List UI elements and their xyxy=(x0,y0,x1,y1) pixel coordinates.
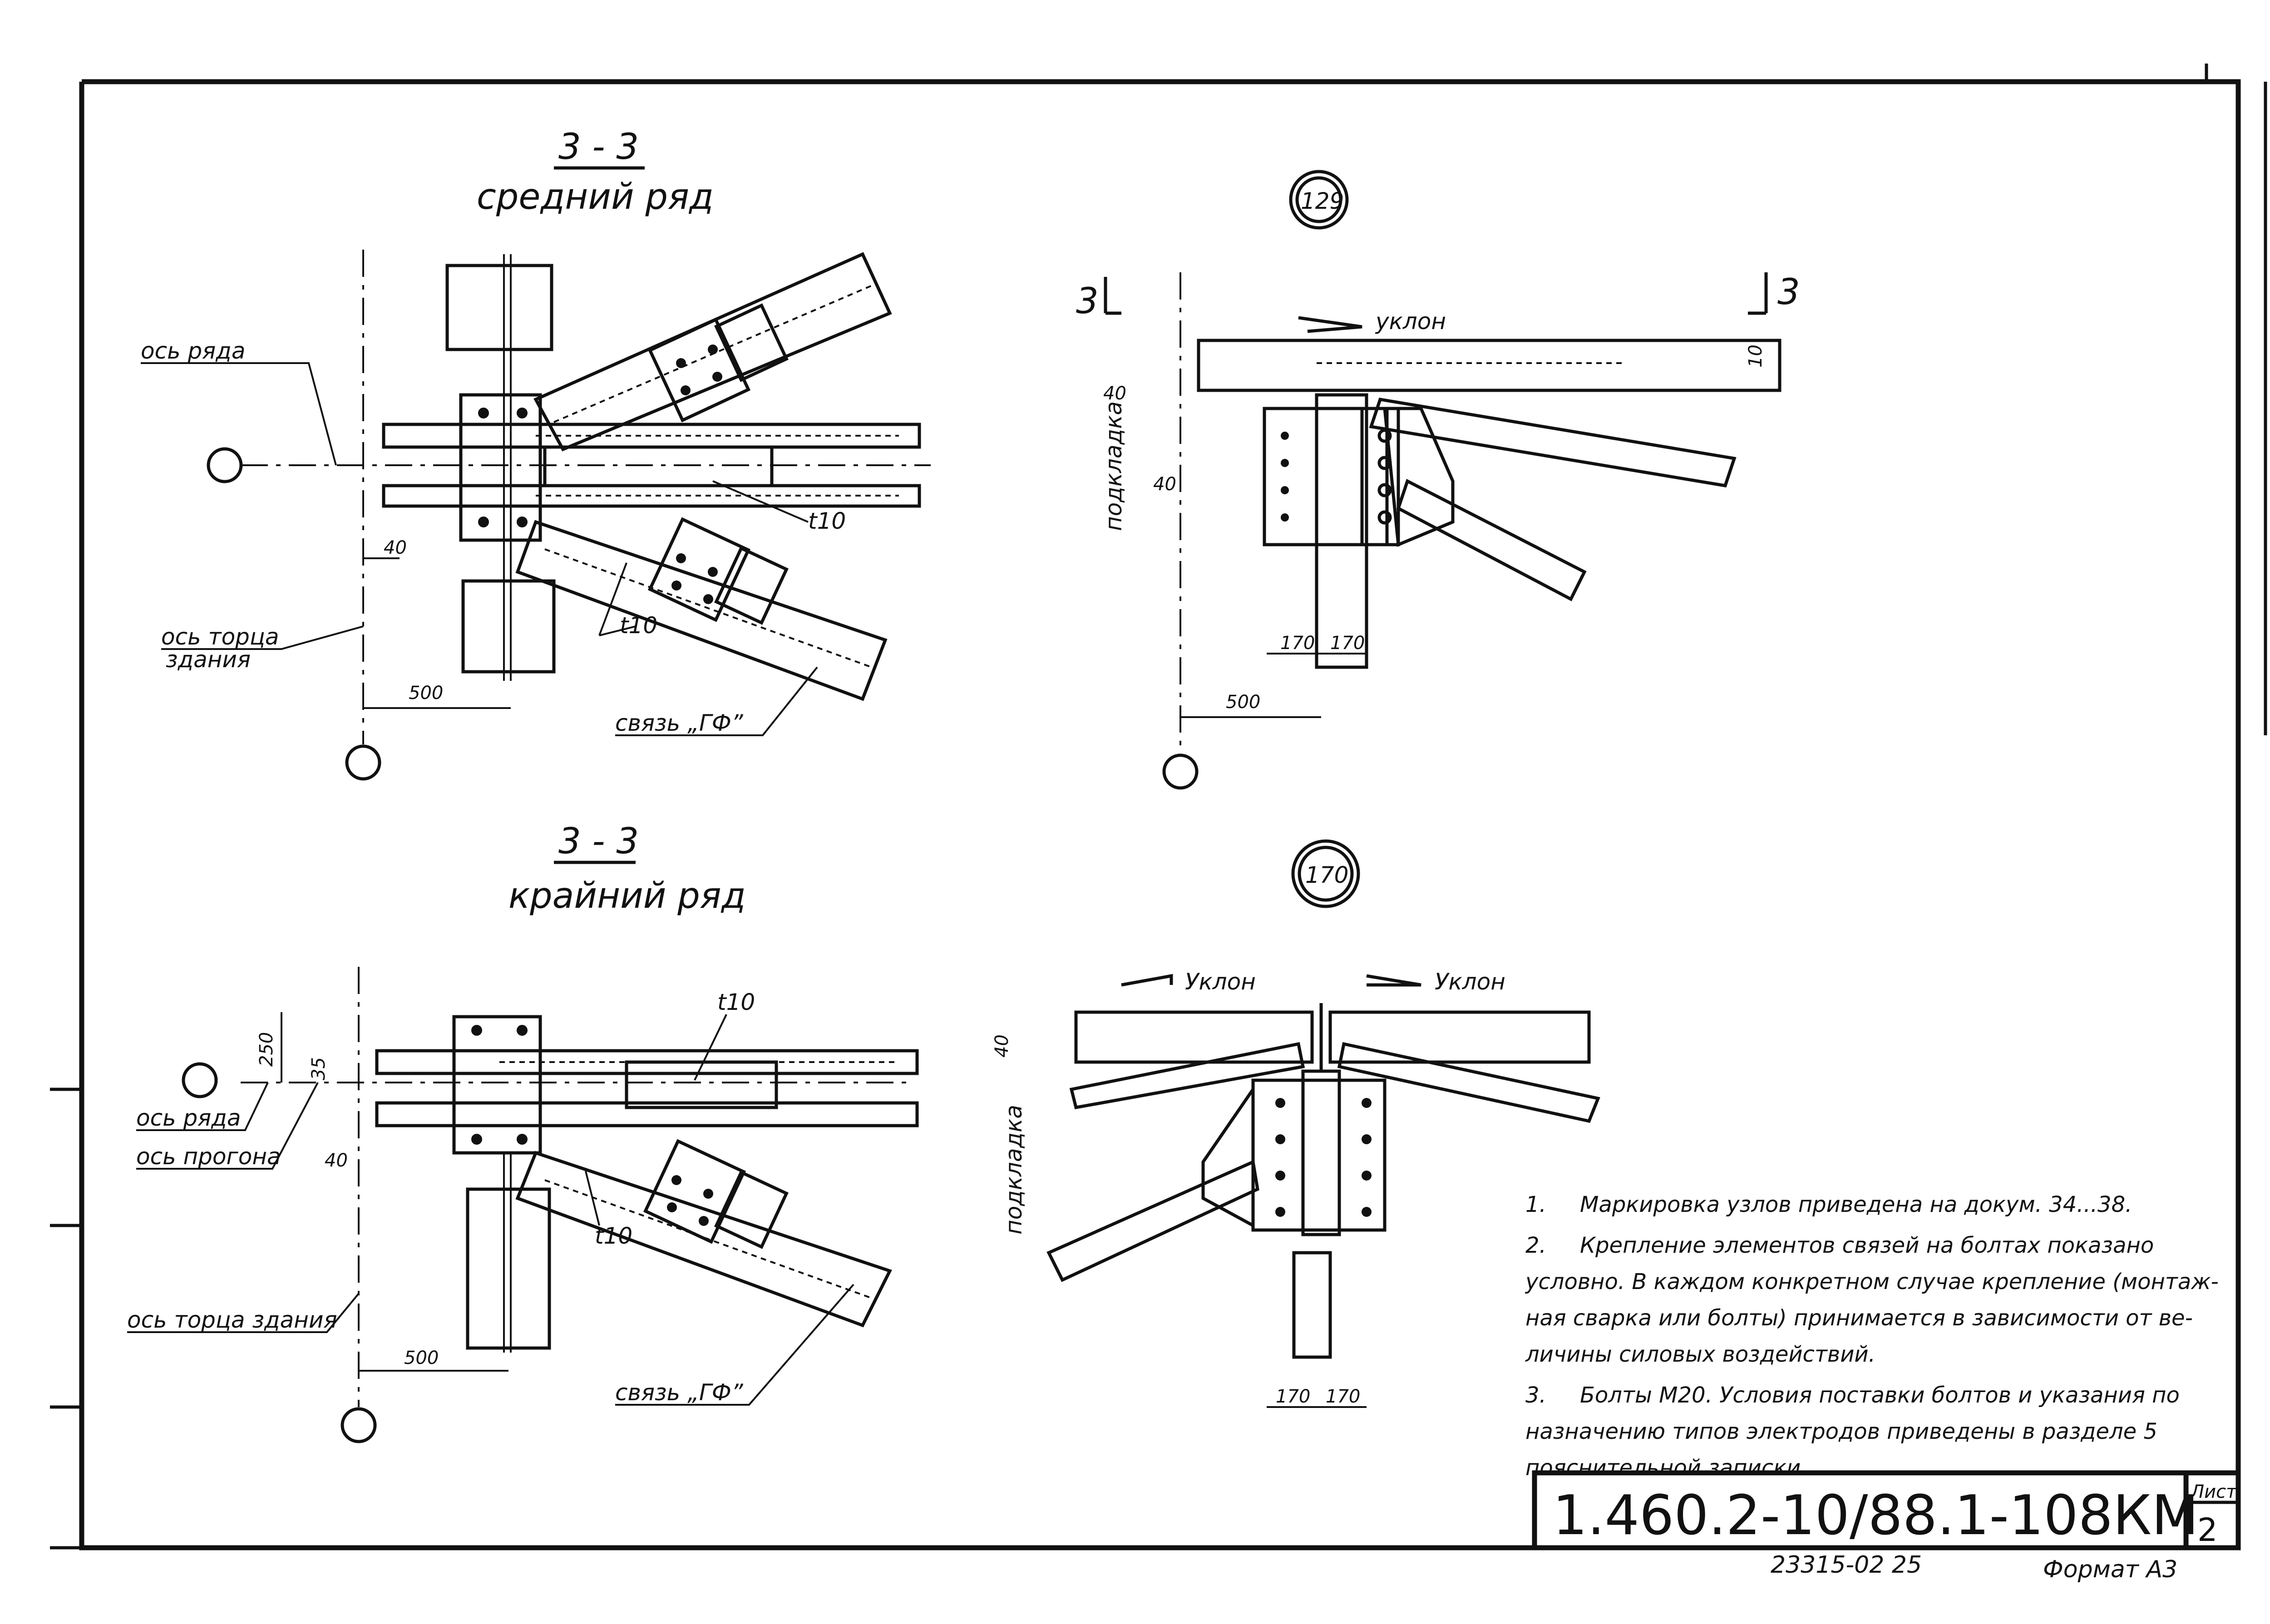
label-brace-edge: связь „ГФ” xyxy=(615,1379,744,1406)
end-axis-bubble xyxy=(345,744,381,781)
dim-170-129a: 170 xyxy=(1280,633,1315,654)
sheet-format: Формат А3 xyxy=(2043,1556,2177,1583)
view-node-170: 170 Уклон Уклон подкладка 40 170 170 xyxy=(992,839,1600,1408)
dim-35-edge: 35 xyxy=(308,1057,329,1080)
dim-500-middle: 500 xyxy=(409,683,443,704)
note-2-line-4: личины силовых воздействий. xyxy=(1525,1342,1875,1367)
dim-170-129b: 170 xyxy=(1330,633,1365,654)
node-170-circle xyxy=(1291,839,1360,908)
cut-mark-right: 3 xyxy=(1777,272,1800,313)
dim-500-129: 500 xyxy=(1226,692,1260,713)
dim-40-edge: 40 xyxy=(325,1150,348,1171)
label-end-axis-2: здания xyxy=(166,646,251,673)
section-title-edge: 3 - 3 xyxy=(558,821,639,862)
view-middle-row: 3 - 3 средний ряд xyxy=(141,127,931,781)
pad-label-129: подкладка xyxy=(1100,401,1127,531)
slope-label-170-left: Уклон xyxy=(1185,969,1256,995)
title-block: 1.460.2-10/88.1-108КМ Лист 2 23315-02 25… xyxy=(1532,1470,2241,1583)
section-subtitle-edge: крайний ряд xyxy=(508,876,746,916)
dim-40-170: 40 xyxy=(992,1034,1012,1058)
pad-label-170: подкладка xyxy=(1001,1105,1027,1235)
note-3-line-1: Болты М20. Условия поставки болтов и ука… xyxy=(1580,1383,2180,1408)
label-end-axis-1: ось торца xyxy=(161,624,279,650)
note-3-number: 3. xyxy=(1525,1383,1546,1408)
dim-40-middle: 40 xyxy=(384,537,407,558)
note-1-line-1: Маркировка узлов приведена на докум. 34.… xyxy=(1580,1192,2132,1217)
label-plate-c: t10 xyxy=(717,989,755,1015)
label-plate-a: t10 xyxy=(808,508,846,534)
note-2-line-3: ная сварка или болты) принимается в зави… xyxy=(1525,1305,2193,1331)
dim-40-129b: 40 xyxy=(1153,474,1176,495)
sheet-number: 2 xyxy=(2197,1511,2218,1549)
label-purlin-axis: ось прогона xyxy=(136,1143,281,1170)
section-title-middle: 3 - 3 xyxy=(558,127,639,167)
general-notes: 1. Маркировка узлов приведена на докум. … xyxy=(1525,1192,2219,1481)
label-row-axis-middle: ось ряда xyxy=(141,338,245,364)
note-3-line-2: назначению типов электродов приведены в … xyxy=(1525,1419,2157,1444)
section-subtitle-middle: средний ряд xyxy=(477,177,714,217)
label-brace-middle: связь „ГФ” xyxy=(615,710,744,736)
dim-170-170a: 170 xyxy=(1276,1386,1310,1407)
row-axis-bubble-edge xyxy=(182,1062,218,1098)
note-3-line-3: пояснительной записки. xyxy=(1525,1455,1808,1481)
view-edge-row: 3 - 3 крайний ряд ось ряда ось прогона xyxy=(127,821,919,1443)
dim-170-170b: 170 xyxy=(1326,1386,1360,1407)
cut-mark-left: 3 xyxy=(1076,281,1099,322)
note-1-number: 1. xyxy=(1525,1192,1546,1217)
label-plate-d: t10 xyxy=(595,1223,632,1249)
node-129-circle xyxy=(1289,170,1349,230)
dim-500-edge: 500 xyxy=(404,1348,439,1368)
node-170-number: 170 xyxy=(1305,862,1348,888)
label-end-axis-edge: ось торца здания xyxy=(127,1307,337,1333)
view-node-129: 129 3 3 уклон подкладка 40 xyxy=(1076,170,1800,790)
end-axis-bubble-edge xyxy=(340,1407,377,1443)
note-2-line-1: Крепление элементов связей на болтах пок… xyxy=(1580,1233,2154,1258)
note-2-number: 2. xyxy=(1525,1233,1546,1258)
dim-250-edge: 250 xyxy=(256,1032,277,1067)
note-2-line-2: условно. В каждом конкретном случае креп… xyxy=(1525,1269,2219,1294)
slope-label-129: уклон xyxy=(1375,308,1446,335)
label-row-axis-edge: ось ряда xyxy=(136,1105,241,1131)
dim-10-129: 10 xyxy=(1745,344,1766,368)
label-plate-b: t10 xyxy=(620,612,657,639)
sheet-label: Лист xyxy=(2190,1481,2237,1502)
slope-label-170-right: Уклон xyxy=(1435,969,1505,995)
document-code: 1.460.2-10/88.1-108КМ xyxy=(1553,1484,2199,1547)
dim-40-129a: 40 xyxy=(1103,383,1126,404)
row-axis-bubble xyxy=(207,447,243,483)
end-axis-bubble-129 xyxy=(1162,753,1199,790)
archive-number: 23315-02 25 xyxy=(1771,1551,1922,1579)
node-129-number: 129 xyxy=(1301,188,1344,214)
